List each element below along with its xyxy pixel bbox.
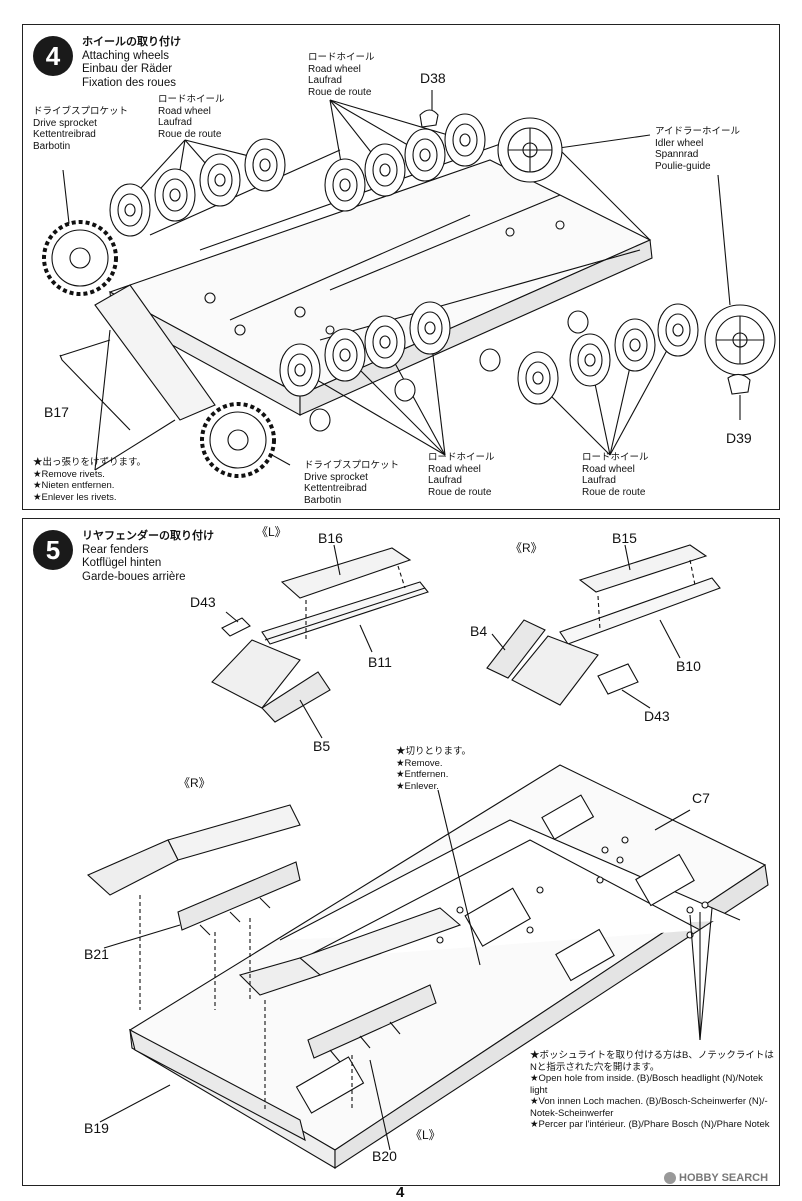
watermark-logo-icon [664, 1172, 676, 1185]
part-b5: B5 [313, 738, 331, 754]
idler-wheel-de: Spannrad [655, 149, 699, 160]
rivet-note-fr: ★Enlever les rivets. [33, 491, 117, 503]
remove-note-en: ★Remove. [396, 757, 443, 769]
bosch-note-fr: ★Percer par l'intérieur. (B)/Phare Bosch… [530, 1119, 770, 1130]
drive-sprocket-bottom-jp: ドライブスプロケット [304, 460, 400, 471]
idler-wheel-en: Idler wheel [655, 137, 704, 149]
watermark: HOBBY SEARCH [664, 1172, 769, 1185]
page-number: 4 [396, 1184, 405, 1201]
part-d38: D38 [420, 70, 446, 86]
step-5-title: リヤフェンダーの取り付け Rear fenders Kotflügel hint… [82, 530, 214, 584]
remove-note-jp: ★切りとります。 [396, 746, 472, 757]
step-5-title-jp: リヤフェンダーの取り付け [82, 530, 214, 542]
idler-wheel-jp: アイドラーホイール [655, 126, 741, 137]
part-b16: B16 [318, 530, 343, 546]
label-road-wheel-bottom-right: ロードホイール Road wheel Laufrad Roue de route [582, 452, 649, 498]
side-label-l-top: 《L》 [256, 525, 287, 539]
step-4-number: 4 [45, 40, 61, 71]
part-b15: B15 [612, 530, 637, 546]
part-d43-right: D43 [644, 708, 670, 724]
drive-sprocket-top-de: Kettentreibrad [33, 129, 96, 140]
road-wheel-bottom-right-jp: ロードホイール [582, 452, 649, 463]
part-b19: B19 [84, 1120, 109, 1136]
label-idler-wheel: アイドラーホイール Idler wheel Spannrad Poulie-gu… [655, 126, 740, 172]
side-label-r-top: 《R》 [510, 541, 543, 555]
label-drive-sprocket-bottom: ドライブスプロケット Drive sprocket Kettentreibrad… [304, 460, 399, 506]
label-drive-sprocket-top: ドライブスプロケット Drive sprocket Kettentreibrad… [33, 106, 128, 152]
part-b11: B11 [368, 654, 392, 670]
step-5-number: 5 [45, 534, 61, 565]
road-wheel-mid-en: Road wheel [308, 63, 361, 75]
part-b17: B17 [44, 404, 69, 420]
drive-sprocket-top-en: Drive sprocket [33, 117, 97, 129]
bosch-note-jp: ★ボッシュライトを取り付ける方はB、ノテックライトはNと指示された穴を開けます。 [530, 1050, 774, 1073]
step-4-illustration [42, 90, 776, 478]
step-4-title-de: Einbau der Räder [82, 63, 173, 75]
remove-note-de: ★Entfernen. [396, 769, 449, 780]
side-label-r-mid: 《R》 [178, 776, 211, 790]
part-b21: B21 [84, 946, 109, 962]
step-4-title: ホイールの取り付け Attaching wheels Einbau der Rä… [82, 36, 181, 90]
drive-sprocket-top-fr: Barbotin [33, 140, 71, 152]
drive-sprocket-bottom-de: Kettentreibrad [304, 483, 367, 494]
bosch-note-en: ★Open hole from inside. (B)/Bosch headli… [530, 1073, 763, 1096]
remove-note: ★切りとります。 ★Remove. ★Entfernen. ★Enlever. [396, 746, 471, 792]
road-wheel-bottom-mid-jp: ロードホイール [428, 452, 495, 463]
road-wheel-bottom-right-en: Road wheel [582, 463, 635, 475]
step-5-title-de: Kotflügel hinten [82, 557, 162, 569]
part-b10: B10 [676, 658, 701, 674]
part-b4: B4 [470, 623, 488, 639]
step-4-title-jp: ホイールの取り付け [82, 36, 181, 48]
rivet-note-en: ★Remove rivets. [33, 468, 105, 480]
step-4-title-en: Attaching wheels [82, 49, 169, 62]
road-wheel-bottom-right-fr: Roue de route [582, 486, 646, 498]
road-wheel-mid-de: Laufrad [308, 75, 342, 86]
bosch-note-de: ★Von innen Loch machen. (B)/Bosch-Schein… [530, 1096, 768, 1119]
road-wheel-bottom-mid-fr: Roue de route [428, 486, 492, 498]
road-wheel-mid-jp: ロードホイール [308, 52, 375, 63]
part-d43-left: D43 [190, 594, 216, 610]
label-road-wheel-bottom-mid: ロードホイール Road wheel Laufrad Roue de route [428, 452, 495, 498]
road-wheel-left-de: Laufrad [158, 117, 192, 128]
label-road-wheel-left: ロードホイール Road wheel Laufrad Roue de route [158, 94, 225, 140]
road-wheel-mid-fr: Roue de route [308, 86, 372, 98]
watermark-text: HOBBY SEARCH [679, 1172, 769, 1184]
part-b20: B20 [372, 1148, 397, 1164]
remove-note-fr: ★Enlever. [396, 780, 439, 792]
road-wheel-bottom-right-de: Laufrad [582, 475, 616, 486]
rivet-note-jp: ★出っ張りをけずります。 [33, 457, 147, 468]
rivet-note-de: ★Nieten entfernen. [33, 480, 115, 491]
step-4-number-badge: 4 [33, 36, 73, 76]
drive-sprocket-bottom-en: Drive sprocket [304, 471, 368, 483]
step-5-number-badge: 5 [33, 530, 73, 570]
road-wheel-left-jp: ロードホイール [158, 94, 225, 105]
drive-sprocket-bottom-fr: Barbotin [304, 494, 342, 506]
label-road-wheel-mid: ロードホイール Road wheel Laufrad Roue de route [308, 52, 375, 98]
drive-sprocket-top-jp: ドライブスプロケット [33, 106, 129, 117]
part-c7: C7 [692, 790, 710, 806]
road-wheel-left-fr: Roue de route [158, 128, 222, 140]
rivet-note: ★出っ張りをけずります。 ★Remove rivets. ★Nieten ent… [33, 457, 146, 503]
step-5-title-en: Rear fenders [82, 543, 149, 556]
road-wheel-bottom-mid-en: Road wheel [428, 463, 481, 475]
part-d39: D39 [726, 430, 752, 446]
step-5-title-fr: Garde-boues arrière [82, 570, 186, 583]
step-4-title-fr: Fixation des roues [82, 76, 176, 89]
bosch-note: ★ボッシュライトを取り付ける方はB、ノテックライトはNと指示された穴を開けます。… [530, 1050, 774, 1131]
road-wheel-bottom-mid-de: Laufrad [428, 475, 462, 486]
idler-wheel-fr: Poulie-guide [655, 160, 711, 172]
road-wheel-left-en: Road wheel [158, 105, 211, 117]
side-label-l-bottom: 《L》 [410, 1128, 441, 1142]
